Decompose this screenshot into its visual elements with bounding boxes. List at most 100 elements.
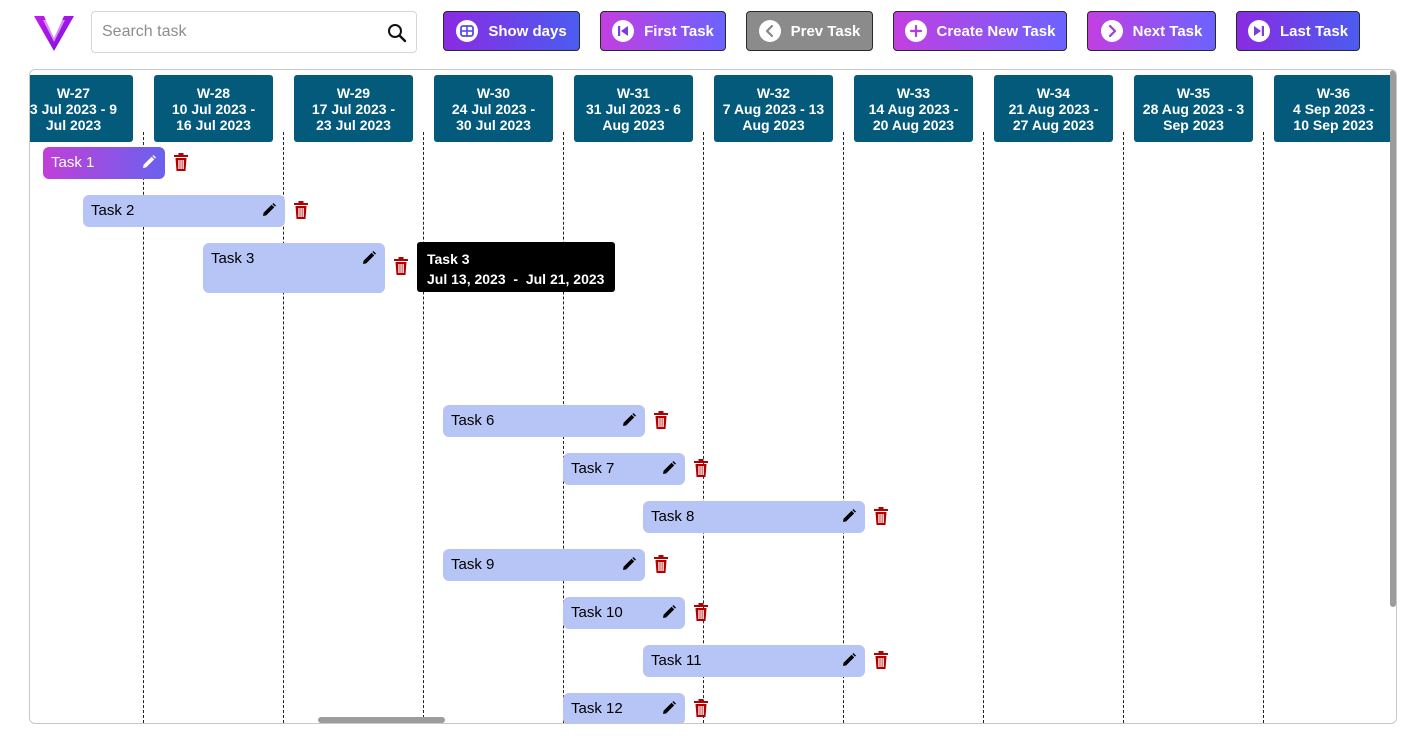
prev-task-button[interactable]: Prev Task [746,11,873,51]
week-range: 28 Aug 2023 - 3 [1142,101,1245,117]
week-header: W-33 14 Aug 2023 - 20 Aug 2023 [854,75,973,142]
last-task-label: Last Task [1279,22,1349,40]
pencil-icon[interactable] [361,250,377,266]
create-new-task-button[interactable]: Create New Task [893,11,1067,51]
week-range: 27 Aug 2023 [1012,117,1095,133]
trash-icon[interactable] [873,650,889,670]
week-range: 16 Jul 2023 [176,117,251,133]
week-range: 20 Aug 2023 [872,117,955,133]
week-divider [1263,132,1264,723]
tooltip-title: Task 3 [427,251,470,267]
week-range: 10 Jul 2023 - [171,101,256,117]
task-bar[interactable]: Task 11 [643,645,865,677]
task-bar[interactable]: Task 6 [443,405,645,437]
week-range: 31 Jul 2023 - 6 [586,101,681,117]
task-label: Task 12 [571,700,623,717]
week-header: W-30 24 Jul 2023 - 30 Jul 2023 [434,75,553,142]
week-divider [1123,132,1124,723]
trash-icon[interactable] [173,152,189,172]
task-label: Task 9 [451,556,495,573]
week-header: W-35 28 Aug 2023 - 3 Sep 2023 [1134,75,1253,142]
task-bar[interactable]: Task 3 [203,243,385,293]
trash-icon[interactable] [653,410,669,430]
week-label: W-31 [616,85,651,101]
week-label: W-34 [1036,85,1071,101]
pencil-icon[interactable] [141,154,157,170]
pencil-icon[interactable] [841,508,857,524]
pencil-icon[interactable] [621,412,637,428]
search-box [91,11,417,53]
week-header: W-32 7 Aug 2023 - 13 Aug 2023 [714,75,833,142]
week-header: W-34 21 Aug 2023 - 27 Aug 2023 [994,75,1113,142]
task-bar[interactable]: Task 9 [443,549,645,581]
gantt-board: W-27 3 Jul 2023 - 9 Jul 2023 W-28 10 Jul… [29,69,1397,724]
week-range: 21 Aug 2023 - [1008,101,1099,117]
search-input[interactable] [100,12,380,52]
week-header: W-27 3 Jul 2023 - 9 Jul 2023 [29,75,133,142]
week-label: W-28 [196,85,231,101]
week-divider [843,132,844,723]
week-range: 23 Jul 2023 [316,117,391,133]
week-header: W-31 31 Jul 2023 - 6 Aug 2023 [574,75,693,142]
week-divider [143,132,144,723]
trash-icon[interactable] [693,602,709,622]
task-label: Task 7 [571,460,615,477]
week-range: 10 Sep 2023 [1293,117,1374,133]
next-task-label: Next Task [1132,22,1203,40]
week-label: W-35 [1176,85,1211,101]
trash-icon[interactable] [693,458,709,478]
last-task-button[interactable]: Last Task [1236,11,1360,51]
search-icon[interactable] [387,23,407,43]
trash-icon[interactable] [293,200,309,220]
week-range: Sep 2023 [1163,117,1224,133]
week-label: W-29 [336,85,371,101]
task-label: Task 8 [651,508,695,525]
prev-task-label: Prev Task [790,22,861,40]
week-range: 24 Jul 2023 - [451,101,536,117]
task-bar[interactable]: Task 2 [83,195,285,227]
week-range: Jul 2023 [45,117,102,133]
week-label: W-27 [56,85,91,101]
task-label: Task 10 [571,604,623,621]
trash-icon[interactable] [653,554,669,574]
week-label: W-32 [756,85,791,101]
week-header: W-29 17 Jul 2023 - 23 Jul 2023 [294,75,413,142]
horizontal-scrollbar[interactable] [318,717,445,723]
task-tooltip: Task 3 Jul 13, 2023 - Jul 21, 2023 [417,242,615,292]
task-bar[interactable]: Task 12 [563,693,685,723]
task-bar[interactable]: Task 8 [643,501,865,533]
week-divider [283,132,284,723]
create-new-task-label: Create New Task [936,22,1056,40]
trash-icon[interactable] [393,256,409,276]
task-bar[interactable]: Task 10 [563,597,685,629]
pencil-icon[interactable] [261,202,277,218]
next-task-button[interactable]: Next Task [1087,11,1216,51]
trash-icon[interactable] [693,698,709,718]
trash-icon[interactable] [873,506,889,526]
pencil-icon[interactable] [661,460,677,476]
week-range: 17 Jul 2023 - [311,101,396,117]
grid-icon [456,20,479,42]
pencil-icon[interactable] [621,556,637,572]
show-days-button[interactable]: Show days [443,11,580,51]
week-range: 30 Jul 2023 [456,117,531,133]
task-label: Task 6 [451,412,495,429]
week-range: 4 Sep 2023 - [1293,101,1374,117]
week-range: Aug 2023 [742,117,805,133]
skip-last-icon [1247,20,1270,42]
week-header: W-36 4 Sep 2023 - 10 Sep 2023 [1274,75,1393,142]
week-range: 14 Aug 2023 - [868,101,959,117]
brand-logo [34,16,74,51]
pencil-icon[interactable] [841,652,857,668]
task-label: Task 1 [51,154,95,171]
task-bar[interactable]: Task 1 [43,147,165,179]
pencil-icon[interactable] [661,604,677,620]
chevron-right-icon [1100,20,1123,42]
task-bar[interactable]: Task 7 [563,453,685,485]
week-divider [703,132,704,723]
first-task-button[interactable]: First Task [600,11,726,51]
week-range: 3 Jul 2023 - 9 [29,101,118,117]
skip-first-icon [612,20,635,42]
pencil-icon[interactable] [661,700,677,716]
vertical-scrollbar[interactable] [1390,70,1396,607]
